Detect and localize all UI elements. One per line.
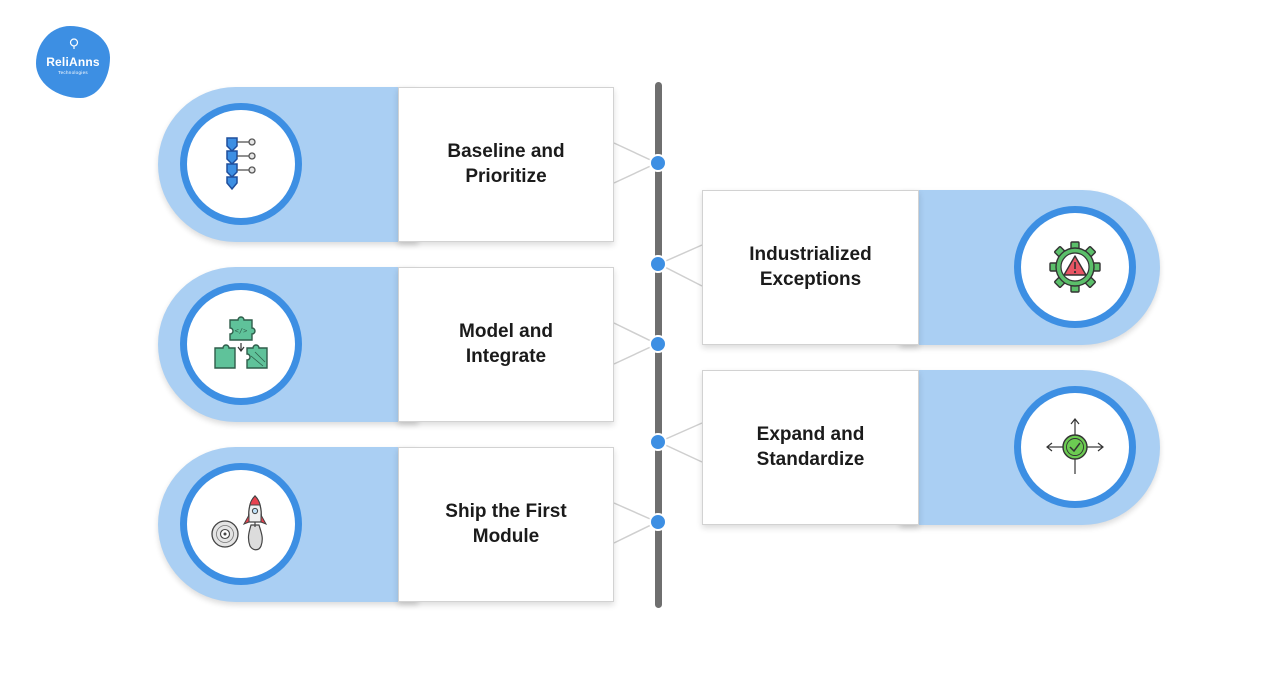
lightbulb-icon bbox=[69, 38, 79, 49]
step-1-label: Baseline and Prioritize bbox=[447, 141, 565, 187]
timeline-dot bbox=[649, 513, 667, 531]
timeline-dot bbox=[649, 154, 667, 172]
step-1-card: Baseline and Prioritize bbox=[398, 87, 614, 242]
timeline-dot bbox=[649, 433, 667, 451]
step-3-icon-ring: </> bbox=[180, 283, 302, 405]
step-4-icon-ring bbox=[1014, 386, 1136, 508]
expand-arrows-check-icon bbox=[1046, 418, 1104, 474]
step-5-icon-ring bbox=[180, 463, 302, 585]
timeline-dot bbox=[649, 335, 667, 353]
step-4-label: Expand and Standardize bbox=[756, 424, 865, 470]
logo-wordmark: ReliAnns bbox=[46, 55, 100, 69]
puzzle-pieces-icon: </> bbox=[214, 316, 268, 369]
step-1-icon-ring bbox=[180, 103, 302, 225]
step-2-label: Industrialized Exceptions bbox=[749, 244, 872, 290]
step-5-card: Ship the First Module bbox=[398, 447, 614, 602]
svg-text:</>: </> bbox=[235, 327, 248, 335]
stacked-arrows-checklist-icon bbox=[226, 137, 256, 191]
step-3-card: Model and Integrate bbox=[398, 267, 614, 422]
timeline-dot bbox=[649, 255, 667, 273]
logo-tagline: Technologies bbox=[58, 70, 88, 75]
step-2-icon-ring bbox=[1014, 206, 1136, 328]
rocket-disc-icon bbox=[211, 495, 268, 551]
step-2-card: Industrialized Exceptions bbox=[702, 190, 919, 345]
step-3-label: Model and Integrate bbox=[459, 321, 553, 367]
warning-gear-icon bbox=[1049, 241, 1101, 293]
company-logo: ReliAnns Technologies bbox=[36, 26, 110, 98]
step-5-label: Ship the First Module bbox=[445, 501, 567, 547]
step-4-card: Expand and Standardize bbox=[702, 370, 919, 525]
